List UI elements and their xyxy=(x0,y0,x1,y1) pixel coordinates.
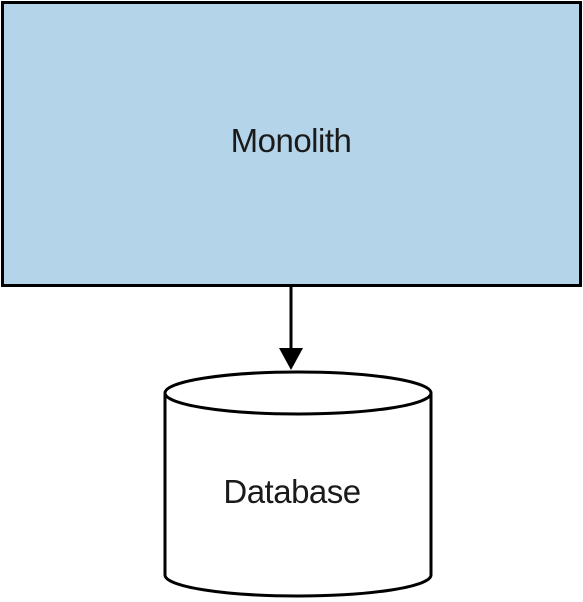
database-node: Database xyxy=(163,370,433,598)
monolith-box xyxy=(1,1,582,287)
database-label: Database xyxy=(223,473,360,510)
monolith-label: Monolith xyxy=(231,122,352,159)
monolith-node: Monolith xyxy=(1,1,582,287)
arrow-head xyxy=(279,348,303,370)
database-cylinder-top xyxy=(163,370,433,416)
database-cylinder-body xyxy=(163,393,433,598)
monolith-to-database-arrow xyxy=(279,286,303,370)
